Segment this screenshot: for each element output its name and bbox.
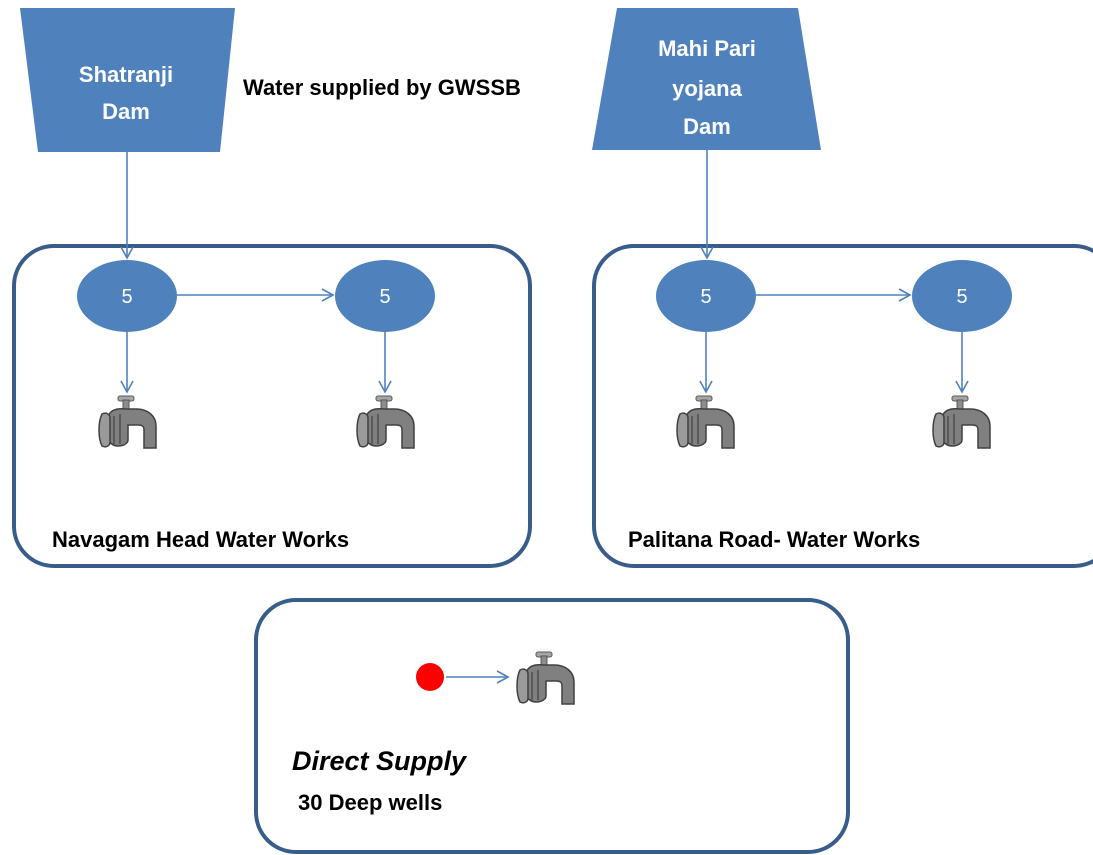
water-tap-icon <box>932 395 991 449</box>
left-dam-shape <box>20 8 235 152</box>
water-tap-icon <box>356 395 415 449</box>
direct-supply-title: Direct Supply <box>292 746 468 776</box>
direct-supply-frame <box>254 598 850 854</box>
left-dam-line1: Shatranji <box>79 62 173 87</box>
water-tap-icon <box>516 651 575 705</box>
right-node-b-label: 5 <box>956 286 967 308</box>
direct-supply-box: Direct Supply 30 Deep wells <box>254 598 850 854</box>
right-dam-shape <box>592 8 821 150</box>
left-node-a-label: 5 <box>121 286 132 308</box>
mahi-pari-yojana-dam: Mahi Pari yojana Dam <box>592 8 821 150</box>
left-plant-title: Navagam Head Water Works <box>52 527 349 552</box>
deep-well-dot <box>416 663 444 691</box>
shatranji-dam: Shatranji Dam <box>20 8 235 152</box>
supplier-label: Water supplied by GWSSB <box>243 75 521 100</box>
right-dam-line3: Dam <box>683 114 731 139</box>
right-dam-line1: Mahi Pari <box>658 36 756 61</box>
palitana-road-water-works: Palitana Road- Water Works <box>592 244 1093 568</box>
water-tap-icon <box>98 395 157 449</box>
right-node-a-label: 5 <box>700 286 711 308</box>
right-node-a <box>656 260 756 332</box>
right-dam-line2: yojana <box>672 76 742 101</box>
right-plant-box <box>592 244 1093 568</box>
left-node-a <box>77 260 177 332</box>
direct-supply-subtitle: 30 Deep wells <box>298 790 442 815</box>
left-node-b-label: 5 <box>379 286 390 308</box>
left-dam-line2: Dam <box>102 99 150 124</box>
left-plant-box <box>12 244 532 568</box>
right-node-b <box>912 260 1012 332</box>
right-plant-title: Palitana Road- Water Works <box>628 527 920 552</box>
water-tap-icon <box>676 395 735 449</box>
navagam-head-water-works: Navagam Head Water Works <box>12 244 532 568</box>
left-node-b <box>335 260 435 332</box>
